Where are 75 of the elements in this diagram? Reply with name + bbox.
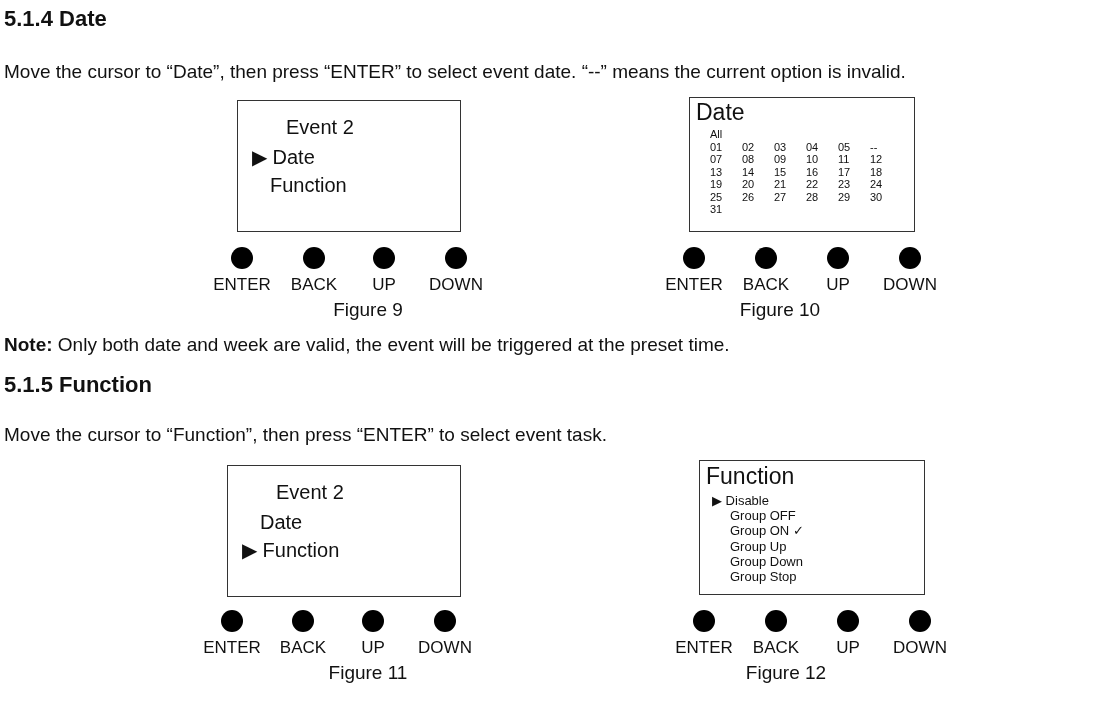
date-option: 10: [806, 154, 819, 166]
date-option: 23: [838, 179, 851, 191]
date-option: 08: [742, 154, 755, 166]
date-option: 27: [774, 191, 787, 204]
menu-item: ▶ Date: [252, 147, 315, 168]
lcd-screen: [237, 100, 461, 232]
date-option: 25: [710, 191, 723, 204]
section-heading: 5.1.4 Date: [4, 6, 107, 32]
date-option: 14: [742, 166, 755, 179]
date-option: 05: [838, 142, 851, 154]
menu-item: Group OFF: [730, 509, 796, 523]
date-option: 07: [710, 154, 723, 166]
button-label: DOWN: [893, 638, 947, 658]
date-option: 24: [870, 179, 883, 191]
menu-item: Group Down: [730, 555, 803, 569]
date-option: 02: [742, 142, 755, 154]
date-option: 03: [774, 142, 787, 154]
screen-title: Event 2: [276, 482, 344, 503]
button-label: BACK: [742, 275, 790, 295]
date-option: 18: [870, 166, 883, 179]
date-option: 22: [806, 179, 819, 191]
figure-caption: Figure 10: [739, 299, 821, 321]
lcd-screen: [689, 97, 915, 232]
section-heading: 5.1.5 Function: [4, 372, 152, 398]
screen-title: Event 2: [286, 117, 354, 138]
figure-caption: Figure 11: [328, 662, 408, 684]
date-option: 28: [806, 191, 819, 204]
button-label: DOWN: [418, 638, 472, 658]
menu-item: Group ON ✓: [730, 524, 804, 538]
menu-item: Group Up: [730, 540, 787, 554]
screen-title: Date: [696, 100, 745, 125]
date-option: 11: [838, 154, 850, 166]
button-label: ENTER: [213, 275, 271, 295]
date-option: 20: [742, 179, 755, 191]
paragraph: Move the cursor to “Date”, then press “ENTER” to select event date. “--” means the current option is invalid.: [4, 61, 906, 83]
note-text: Note: Only both date and week are valid, the event will be triggered at the preset time.: [4, 334, 730, 356]
button-label: UP: [361, 638, 385, 658]
date-option: All: [710, 129, 723, 141]
button-label: DOWN: [429, 275, 483, 295]
button-label: ENTER: [665, 275, 723, 295]
date-option: 15: [774, 166, 787, 179]
menu-item: Group Stop: [730, 570, 797, 584]
date-option: 31: [710, 204, 723, 216]
button-label: UP: [826, 275, 850, 295]
button-label: BACK: [279, 638, 327, 658]
date-option: 21: [774, 179, 787, 191]
date-option: 13: [710, 166, 723, 179]
date-option: 12: [870, 154, 883, 166]
menu-item: Date: [260, 512, 303, 533]
menu-item: Function: [270, 175, 347, 196]
button-label: BACK: [290, 275, 338, 295]
lcd-screen: [699, 460, 925, 595]
date-option: 01: [710, 142, 723, 154]
paragraph: Move the cursor to “Function”, then press “ENTER” to select event task.: [4, 424, 607, 446]
figure-caption: Figure 12: [745, 662, 827, 684]
screen-title: Function: [706, 464, 795, 489]
date-option: 04: [806, 142, 819, 154]
date-option: 29: [838, 191, 851, 204]
button-label: UP: [836, 638, 860, 658]
button-label: ENTER: [203, 638, 261, 658]
lcd-screen: [227, 465, 461, 597]
menu-item: ▶ Disable: [712, 494, 769, 508]
button-label: DOWN: [883, 275, 937, 295]
date-option: 17: [838, 166, 851, 179]
date-option: --: [870, 142, 878, 154]
date-option: 16: [806, 166, 819, 179]
date-option: 19: [710, 179, 723, 191]
date-option: 09: [774, 154, 787, 166]
figure-caption: Figure 9: [333, 299, 403, 321]
button-label: UP: [372, 275, 396, 295]
button-label: BACK: [752, 638, 800, 658]
date-option: 30: [870, 191, 883, 204]
button-label: ENTER: [675, 638, 733, 658]
menu-item: ▶ Function: [242, 540, 340, 561]
date-option: 26: [742, 191, 755, 204]
